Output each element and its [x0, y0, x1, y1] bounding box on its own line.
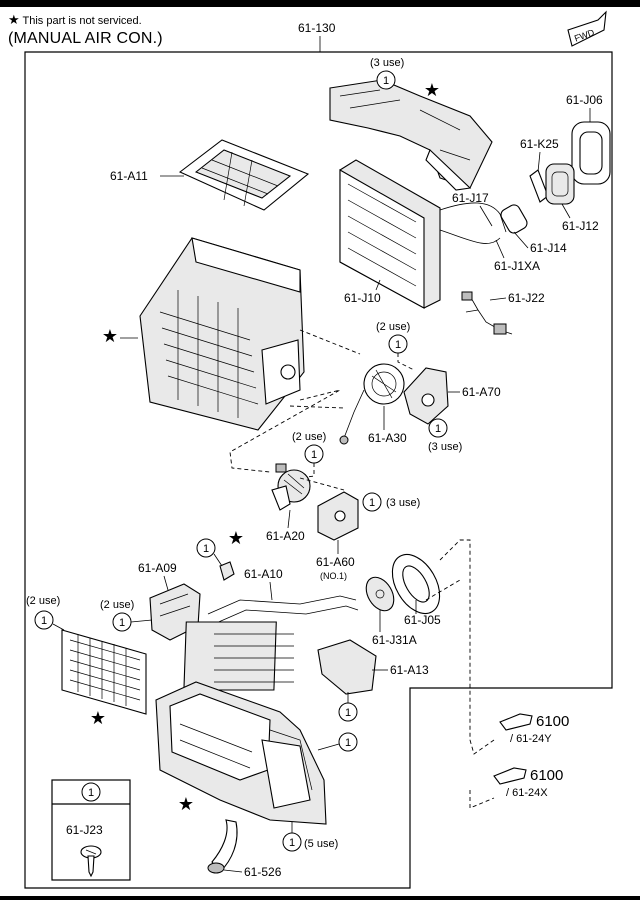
callout-1-a70-bottom [428, 418, 448, 438]
use-note-a70-2: (2 use) [376, 321, 410, 333]
legend-box: 1 61-J23 [51, 779, 131, 881]
seal-j31a-part[interactable] [361, 572, 400, 615]
top-rule [0, 0, 640, 7]
part-label-61-J1XA[interactable]: 61-J1XA [494, 259, 540, 273]
air-duct-part[interactable] [329, 79, 493, 191]
svg-text:1: 1 [119, 617, 125, 629]
svg-text:1: 1 [41, 615, 47, 627]
part-label-61-J31A[interactable]: 61-J31A [372, 633, 417, 647]
use-note-a60: (3 use) [386, 497, 420, 509]
svg-text:1: 1 [383, 75, 389, 87]
clip-part[interactable] [529, 169, 549, 203]
svg-text:1: 1 [345, 737, 351, 749]
svg-text:1: 1 [203, 543, 209, 555]
svg-text:1: 1 [395, 339, 401, 351]
part-label-61-A11[interactable]: 61-A11 [110, 169, 148, 183]
part-label-61-A09[interactable]: 61-A09 [138, 561, 177, 575]
bracket-a13-part[interactable] [317, 639, 377, 695]
part-label-61-J14[interactable]: 61-J14 [530, 241, 567, 255]
part-label-61-A10[interactable]: 61-A10 [244, 567, 283, 581]
star-icon: ★ [8, 12, 20, 27]
callout-1-left [34, 610, 54, 630]
part-label-61-A70[interactable]: 61-A70 [462, 385, 501, 399]
ref-code-2[interactable]: 6100 [530, 767, 563, 784]
lower-case-part[interactable] [155, 681, 327, 825]
part-label-61-J06[interactable]: 61-J06 [566, 93, 603, 107]
part-label-61-A30[interactable]: 61-A30 [368, 431, 407, 445]
drain-hose-part[interactable] [207, 819, 238, 874]
not-serviced-notice: ★ This part is not serviced. [8, 12, 142, 28]
part-label-61-J22[interactable]: 61-J22 [508, 291, 545, 305]
use-note-a09: (2 use) [100, 599, 134, 611]
part-label-a60-note: (NO.1) [320, 571, 347, 581]
legend-part-label[interactable]: 61-J23 [66, 823, 103, 837]
actuator-a70-part[interactable] [403, 367, 449, 425]
use-note-left: (2 use) [26, 595, 60, 607]
hand-pointer-icon [499, 713, 533, 731]
ref-sub-2[interactable]: / 61-24X [506, 787, 548, 799]
air-mix-door-a20-part[interactable] [271, 463, 311, 511]
wiring-harness-part[interactable] [461, 291, 513, 335]
fwd-arrow-icon: FWD [567, 10, 607, 47]
part-label-61-A13[interactable]: 61-A13 [390, 663, 429, 677]
seal-ring-part[interactable] [571, 121, 611, 185]
sensor-part[interactable] [499, 203, 529, 236]
callout-1-a60 [362, 492, 382, 512]
star-icon: ★ [424, 80, 440, 101]
evaporator-part[interactable] [339, 159, 507, 309]
svg-text:1: 1 [369, 497, 375, 509]
legend-symbol: 1 [88, 787, 94, 799]
hand-pointer-icon [493, 767, 527, 785]
ref-code-1[interactable]: 6100 [536, 713, 569, 730]
svg-text:1: 1 [345, 707, 351, 719]
svg-text:1: 1 [289, 837, 295, 849]
grille-part[interactable] [61, 629, 147, 715]
part-label-61-J10[interactable]: 61-J10 [344, 291, 381, 305]
actuator-a60-part[interactable] [317, 491, 359, 541]
use-note-a20: (2 use) [292, 431, 326, 443]
heater-core-a10-part[interactable] [183, 595, 359, 691]
use-note-a70-3: (3 use) [428, 441, 462, 453]
part-label-61-A20[interactable]: 61-A20 [266, 529, 305, 543]
assembly-ref-label[interactable]: 61-130 [298, 21, 336, 35]
ref-group-1[interactable]: 6100 / 61-24Y [499, 713, 569, 745]
part-label-61-J17[interactable]: 61-J17 [452, 191, 489, 205]
bottom-rule [0, 896, 640, 900]
part-label-61-J05[interactable]: 61-J05 [404, 613, 441, 627]
star-icon: ★ [102, 326, 118, 347]
star-icon: ★ [178, 794, 194, 815]
part-label-61-A60[interactable]: 61-A60 [316, 555, 355, 569]
svg-text:1: 1 [311, 449, 317, 461]
svg-text:1: 1 [435, 423, 441, 435]
screw-icon [80, 845, 102, 878]
ref-sub-1[interactable]: / 61-24Y [510, 733, 552, 745]
star-icon: ★ [228, 528, 244, 549]
notice-text: This part is not serviced. [22, 15, 142, 27]
mode-door-a30-part[interactable] [339, 363, 405, 445]
heater-unit-body[interactable] [139, 237, 305, 431]
part-label-61-J12[interactable]: 61-J12 [562, 219, 599, 233]
callout-1-clip [196, 538, 216, 558]
assembly-frame [24, 51, 613, 889]
page-title: (MANUAL AIR CON.) [8, 30, 163, 47]
use-note-duct: (3 use) [370, 57, 404, 69]
ref-group-2[interactable]: 6100 / 61-24X [493, 767, 563, 799]
small-clip-part[interactable] [219, 561, 235, 581]
expansion-valve-part[interactable] [545, 163, 575, 205]
callout-1-case [338, 732, 358, 752]
air-filter-part[interactable] [178, 139, 310, 211]
callout-1-duct [376, 70, 396, 90]
star-icon: ★ [90, 708, 106, 729]
part-label-61-526[interactable]: 61-526 [244, 865, 282, 879]
use-note-case: (5 use) [304, 838, 338, 850]
part-label-61-K25[interactable]: 61-K25 [520, 137, 559, 151]
